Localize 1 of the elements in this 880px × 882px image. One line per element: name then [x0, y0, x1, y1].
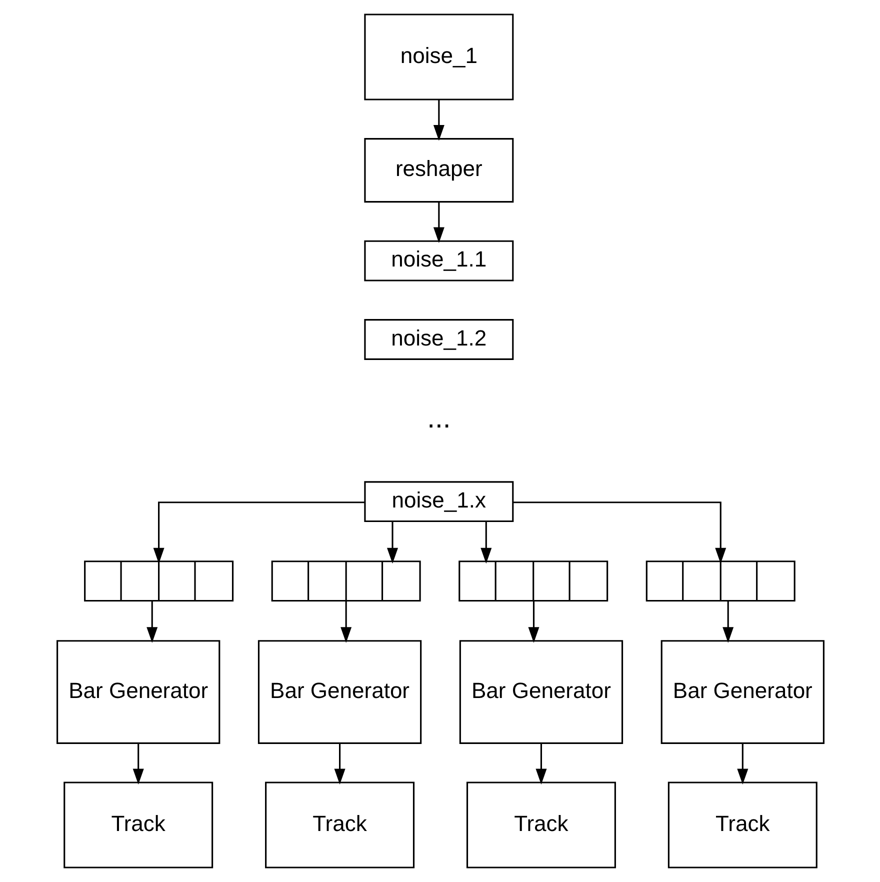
label: ... — [426, 402, 450, 434]
